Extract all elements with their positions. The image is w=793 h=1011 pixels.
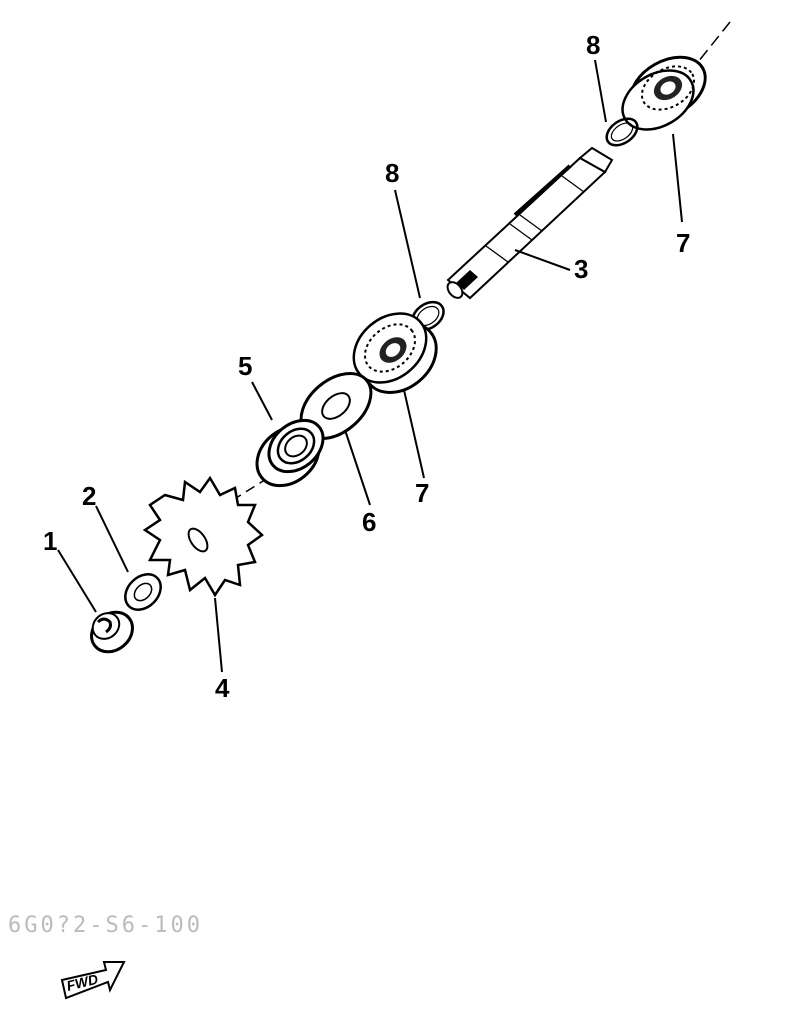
- fwd-arrow-icon: FWD: [60, 961, 126, 1000]
- leader-lines: [57, 59, 683, 673]
- oil-seal: [255, 418, 325, 488]
- drive-sprocket: [142, 475, 264, 598]
- diagram-code-stamp: 6G0?2-S6-100: [8, 913, 203, 938]
- callout-4: 4: [215, 673, 230, 703]
- callout-1: 1: [43, 526, 57, 556]
- lock-washer: [124, 573, 162, 611]
- callout-7-upper: 7: [676, 228, 690, 258]
- center-axis-line: [219, 21, 731, 509]
- washer-large: [299, 371, 373, 441]
- fwd-label: FWD: [65, 971, 100, 994]
- callout-6: 6: [362, 507, 376, 537]
- callout-7-middle: 7: [415, 478, 429, 508]
- callout-8-lower: 8: [385, 158, 399, 188]
- callout-8-upper: 8: [586, 30, 600, 60]
- callout-2: 2: [82, 481, 96, 511]
- bearing-middle: [352, 312, 438, 394]
- bearing-upper: [621, 55, 707, 131]
- callout-5: 5: [238, 351, 252, 381]
- callout-3: 3: [574, 254, 588, 284]
- callout-numbers: 1 2 3 4 5 6 7 7 8 8: [43, 30, 690, 703]
- sprocket-nut: [90, 610, 134, 654]
- circlip-upper: [605, 117, 639, 147]
- shaft: [446, 146, 614, 300]
